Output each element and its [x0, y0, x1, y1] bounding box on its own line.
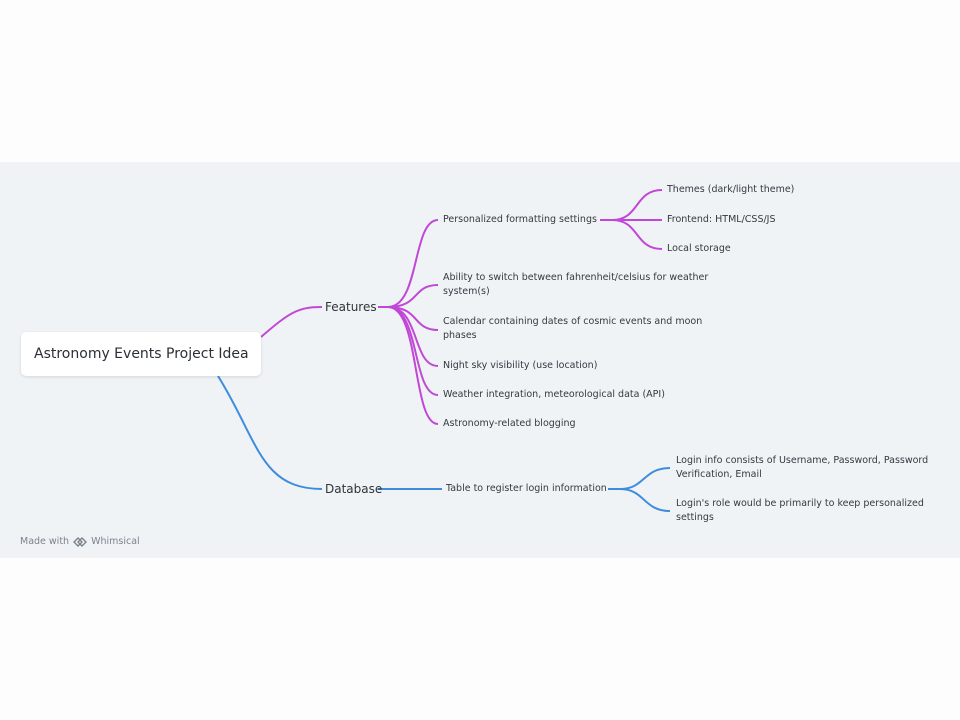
node-label-line2: system(s) [443, 286, 490, 297]
branch-database[interactable]: Database [325, 482, 382, 496]
node-label: Calendar containing dates of cosmic even… [443, 316, 703, 327]
node-label: Login info consists of Username, Passwor… [676, 455, 929, 466]
node-calendar[interactable]: Calendar containing dates of cosmic even… [443, 315, 702, 343]
branch-database-label: Database [325, 482, 383, 496]
whimsical-logo-icon [73, 536, 88, 547]
node-personalized-formatting[interactable]: Personalized formatting settings [443, 213, 597, 227]
node-label: Themes (dark/light theme) [667, 184, 795, 195]
watermark-prefix: Made with [20, 536, 70, 547]
node-frontend[interactable]: Frontend: HTML/CSS/JS [667, 213, 776, 227]
node-label: Weather integration, meteorological data… [443, 389, 665, 400]
node-themes[interactable]: Themes (dark/light theme) [667, 183, 794, 197]
node-local-storage[interactable]: Local storage [667, 242, 731, 256]
branch-features-label: Features [325, 300, 377, 314]
features-connectors [378, 219, 439, 425]
node-blogging[interactable]: Astronomy-related blogging [443, 417, 576, 431]
node-label: Ability to switch between fahrenheit/cel… [443, 272, 709, 283]
node-label: Table to register login information [446, 483, 607, 494]
node-weather-integration[interactable]: Weather integration, meteorological data… [443, 388, 665, 402]
node-login-info[interactable]: Login info consists of Username, Passwor… [676, 454, 928, 482]
node-label: Frontend: HTML/CSS/JS [667, 214, 776, 225]
node-night-sky[interactable]: Night sky visibility (use location) [443, 359, 597, 373]
root-node-label: Astronomy Events Project Idea [34, 346, 249, 362]
personalized-connectors [600, 189, 663, 250]
node-label: Local storage [667, 243, 731, 254]
made-with-whimsical[interactable]: Made with Whimsical [20, 536, 140, 547]
node-label-line2: phases [443, 330, 477, 341]
node-label-line2: Verification, Email [676, 469, 762, 480]
watermark-brand: Whimsical [91, 536, 140, 547]
database-connectors [378, 467, 671, 512]
node-label: Login's role would be primarily to keep … [676, 498, 924, 509]
node-label: Personalized formatting settings [443, 214, 597, 225]
connector-root-database [217, 375, 323, 490]
branch-features[interactable]: Features [325, 300, 377, 314]
node-label: Astronomy-related blogging [443, 418, 576, 429]
node-login-role[interactable]: Login's role would be primarily to keep … [676, 497, 924, 525]
root-node[interactable]: Astronomy Events Project Idea [21, 332, 261, 376]
node-login-table[interactable]: Table to register login information [446, 482, 607, 496]
node-label-line2: settings [676, 512, 714, 523]
connector-root-features [260, 306, 323, 338]
node-label: Night sky visibility (use location) [443, 360, 598, 371]
node-temperature-switch[interactable]: Ability to switch between fahrenheit/cel… [443, 271, 708, 299]
